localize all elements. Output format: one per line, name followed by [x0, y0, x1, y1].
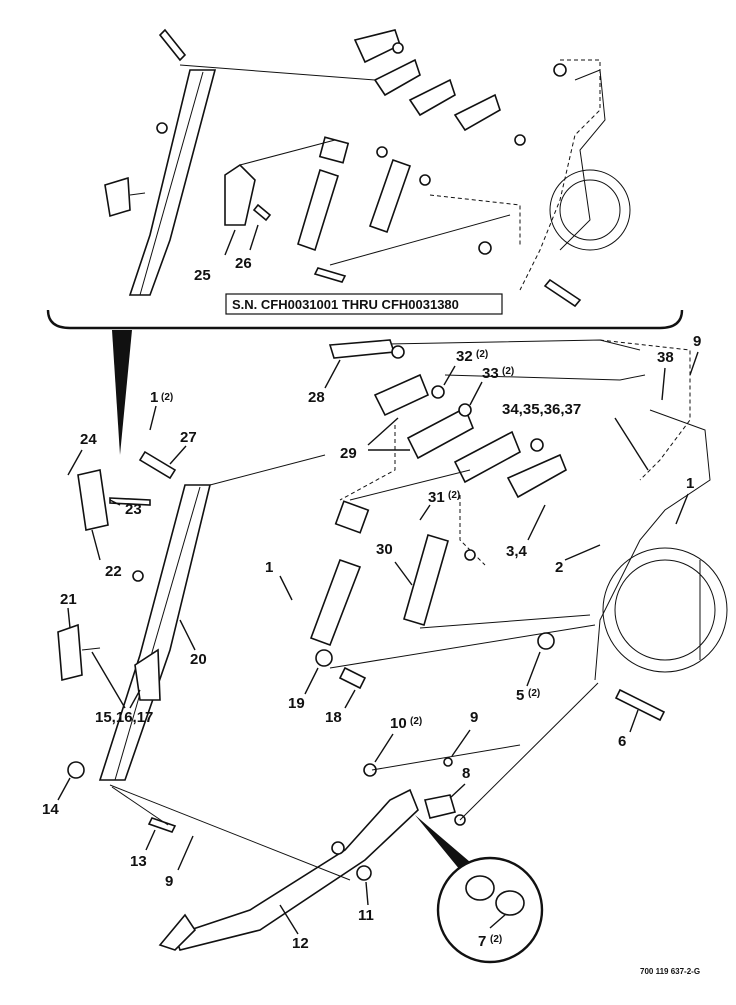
callout-1-left: 1	[265, 559, 273, 576]
detail-7	[415, 815, 544, 964]
top-cylinders	[297, 136, 431, 283]
figure-code: 700 119 637-2-G	[640, 967, 700, 976]
serial-number-box	[225, 293, 503, 315]
callout-33-qty: (2)	[502, 366, 514, 377]
callout-19: 19	[288, 695, 305, 712]
shaft-28	[328, 339, 396, 359]
main-view: 1 (2) 27 24 23 22 21 20 15,16,17	[42, 333, 728, 976]
callout-11: 11	[358, 907, 374, 924]
callout-33: 33	[482, 365, 499, 382]
top-arm	[128, 69, 217, 296]
serial-number-text: S.N. CFH0031001 THRU CFH0031380	[232, 297, 459, 312]
links-29	[373, 373, 568, 499]
top-bolt	[543, 278, 582, 308]
callout-7: 7	[478, 933, 486, 950]
bolt-13	[147, 817, 177, 833]
callout-38: 38	[657, 349, 674, 366]
callout-24: 24	[80, 431, 97, 448]
top-wheel-hub	[549, 169, 631, 251]
callout-3-4: 3,4	[506, 543, 528, 560]
callout-7-qty: (2)	[490, 934, 502, 945]
frame-housing	[334, 339, 728, 722]
callout-8: 8	[462, 765, 470, 782]
callout-32: 32	[456, 348, 473, 365]
hex-nut	[537, 632, 555, 650]
callout-9-middle: 9	[470, 709, 478, 726]
callout-25: 25	[194, 267, 211, 284]
top-arm-assembly	[104, 28, 217, 296]
wheel-hub	[602, 547, 728, 673]
bushing-8	[423, 794, 457, 819]
inset-bracket	[46, 309, 684, 330]
callout-5-qty: (2)	[528, 688, 540, 699]
callout-10: 10	[390, 715, 407, 732]
washer-14	[67, 761, 85, 779]
callout-1-top-qty: (2)	[161, 392, 173, 403]
lower-arm-12	[158, 788, 419, 951]
callout-9-lower: 9	[165, 873, 173, 890]
callout-1-top: 1	[150, 389, 158, 406]
callout-25-leader	[224, 229, 236, 256]
callout-20: 20	[190, 651, 207, 668]
callout-23: 23	[125, 501, 142, 518]
top-handle	[224, 163, 256, 226]
callout-32-qty: (2)	[476, 349, 488, 360]
cylinder-19	[309, 500, 370, 690]
callout-6: 6	[618, 733, 626, 750]
arm-20	[98, 484, 212, 781]
detail-circle	[436, 856, 544, 964]
callout-1-right: 1	[686, 475, 694, 492]
callouts: 1 (2) 27 24 23 22 21 20 15,16,17	[42, 333, 701, 952]
bushing-11	[356, 865, 372, 881]
pin-27	[138, 450, 177, 480]
callout-31: 31	[428, 489, 445, 506]
callout-21: 21	[60, 591, 77, 608]
callout-10-qty: (2)	[410, 716, 422, 727]
callout-5: 5	[516, 687, 524, 704]
callout-31-qty: (2)	[448, 490, 460, 501]
callout-28: 28	[308, 389, 325, 406]
callout-14: 14	[42, 801, 59, 818]
top-links	[353, 29, 567, 146]
callout-30: 30	[376, 541, 393, 558]
top-cylinder-right	[368, 158, 412, 234]
housing-bolt	[614, 688, 666, 722]
top-frame-housing	[478, 59, 631, 308]
bracket-21	[57, 623, 83, 682]
callout-18: 18	[325, 709, 342, 726]
callout-26-leader	[249, 224, 259, 251]
top-cylinder-left	[297, 168, 339, 252]
callout-26: 26	[235, 255, 252, 272]
inset-pointer	[112, 330, 132, 455]
callout-34-35-36-37: 34,35,36,37	[502, 401, 581, 418]
callout-12: 12	[292, 935, 309, 952]
callout-22: 22	[105, 563, 122, 580]
callout-13: 13	[130, 853, 147, 870]
top-inset: 25 26 S.N. CFH0031001 THRU CFH0031380	[46, 28, 684, 455]
callout-9-upper: 9	[693, 333, 701, 350]
callout-15-16-17: 15,16,17	[95, 709, 153, 726]
callout-29: 29	[340, 445, 357, 462]
top-bracket	[104, 176, 131, 218]
top-pin	[158, 28, 187, 62]
handle-22	[77, 469, 109, 531]
cylinder-30	[403, 534, 476, 626]
callout-27: 27	[180, 429, 197, 446]
callout-2: 2	[555, 559, 563, 576]
